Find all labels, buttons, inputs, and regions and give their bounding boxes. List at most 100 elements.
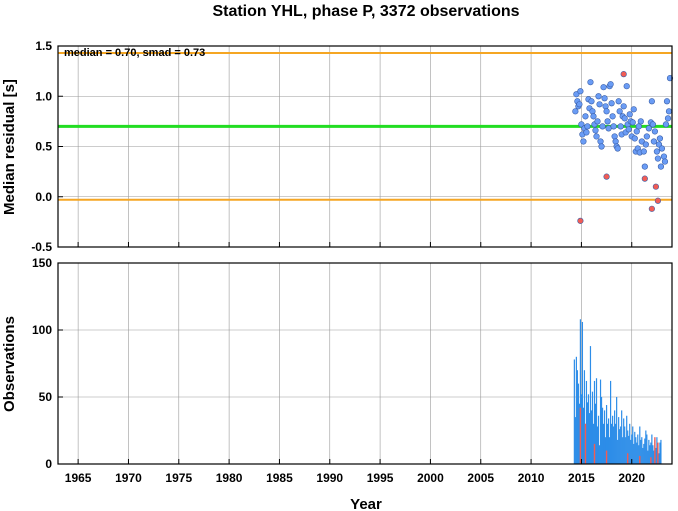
residual-point: [620, 71, 627, 78]
bottom-y-axis-label: Observations: [1, 316, 18, 412]
x-tick-label: 1975: [165, 471, 192, 485]
residual-point: [583, 129, 590, 136]
residual-point: [663, 98, 671, 105]
observation-bar: [658, 453, 660, 464]
observation-bar: [604, 437, 607, 464]
x-axis-label: Year: [350, 496, 382, 511]
observation-bar: [616, 397, 618, 464]
observation-bar: [644, 438, 646, 464]
top-panel: -0.50.00.51.01.5 median = 0.70, smad = 0…: [1, 39, 674, 254]
observation-bar: [577, 383, 579, 464]
residual-point: [584, 123, 591, 130]
residual-point: [645, 125, 652, 132]
x-tick-label: 1990: [316, 471, 343, 485]
top-y-tick-label: 1.0: [35, 89, 52, 103]
observation-bar: [595, 378, 598, 464]
observation-bar: [624, 426, 626, 464]
top-reference-lines: [58, 52, 672, 201]
residual-point: [589, 108, 596, 115]
observation-bar: [593, 380, 596, 464]
outlier-bar: [579, 407, 582, 464]
observation-bar: [597, 415, 600, 464]
observation-bar: [618, 417, 620, 464]
residual-point: [640, 148, 647, 155]
top-ticks: -0.50.00.51.01.5: [31, 39, 633, 254]
residual-point: [609, 113, 616, 120]
observation-bar: [625, 437, 627, 464]
observation-bar: [615, 423, 617, 464]
bottom-y-tick-label: 0: [45, 457, 52, 471]
observation-bar: [631, 434, 633, 464]
observation-bar: [585, 380, 588, 464]
residual-point: [630, 106, 637, 113]
residual-point: [648, 205, 655, 212]
observation-bar: [590, 410, 593, 464]
outlier-bar: [584, 423, 587, 464]
top-y-tick-label: 0.0: [35, 190, 52, 204]
residual-point: [657, 163, 665, 170]
top-y-axis-label: Median residual [s]: [1, 79, 18, 215]
observation-bar: [637, 434, 639, 464]
observation-bar: [589, 346, 592, 464]
residual-point: [661, 158, 669, 165]
residual-point: [642, 141, 649, 148]
observation-bar: [653, 450, 655, 464]
x-tick-label: 1995: [367, 471, 394, 485]
residual-point: [577, 217, 584, 224]
residual-point: [612, 138, 619, 145]
observation-bar: [652, 445, 654, 464]
observation-bar: [608, 437, 611, 464]
observation-bar: [639, 426, 641, 464]
observation-bar: [594, 403, 597, 464]
residual-point: [652, 183, 659, 190]
observation-bar: [579, 319, 582, 464]
residual-point: [603, 173, 610, 180]
residual-point: [603, 108, 610, 115]
residual-point: [602, 103, 609, 110]
observation-bar: [596, 426, 599, 464]
residual-point: [662, 121, 670, 128]
observation-bar: [613, 426, 615, 464]
bottom-y-tick-label: 100: [32, 323, 52, 337]
bottom-y-tick-label: 150: [32, 256, 52, 270]
outlier-bar: [593, 443, 596, 464]
observation-bar: [583, 370, 586, 464]
observation-bar: [603, 410, 606, 464]
outlier-bar: [654, 437, 656, 464]
observation-bar: [648, 439, 650, 464]
observation-bar: [627, 430, 629, 464]
x-tick-label: 2005: [467, 471, 494, 485]
outlier-bar: [605, 450, 608, 464]
residual-point: [597, 138, 604, 145]
observation-bar: [650, 442, 652, 464]
observation-bar: [645, 430, 647, 464]
residual-point: [621, 115, 628, 122]
residual-point: [607, 81, 614, 88]
observation-bar: [582, 407, 585, 464]
outlier-bar: [650, 457, 652, 464]
residual-point: [615, 98, 622, 105]
residual-point: [592, 127, 599, 134]
residual-point: [629, 119, 636, 126]
residual-point: [664, 115, 672, 122]
observation-bar: [581, 321, 584, 464]
observation-bar: [623, 418, 625, 464]
observation-bar: [640, 439, 642, 464]
x-tick-label: 1980: [216, 471, 243, 485]
observation-bar: [576, 370, 578, 464]
residual-point: [658, 145, 666, 152]
residual-point: [660, 153, 668, 160]
x-tick-label: 1965: [65, 471, 92, 485]
residual-point: [596, 101, 603, 108]
outlier-bar: [627, 453, 629, 464]
observation-bar: [659, 442, 661, 464]
observation-bar: [599, 379, 602, 464]
residual-point: [626, 111, 633, 118]
residual-point: [611, 133, 618, 140]
observation-bar: [621, 410, 623, 464]
observation-bar: [656, 437, 658, 464]
residual-point: [610, 123, 617, 130]
residual-point: [654, 197, 662, 204]
